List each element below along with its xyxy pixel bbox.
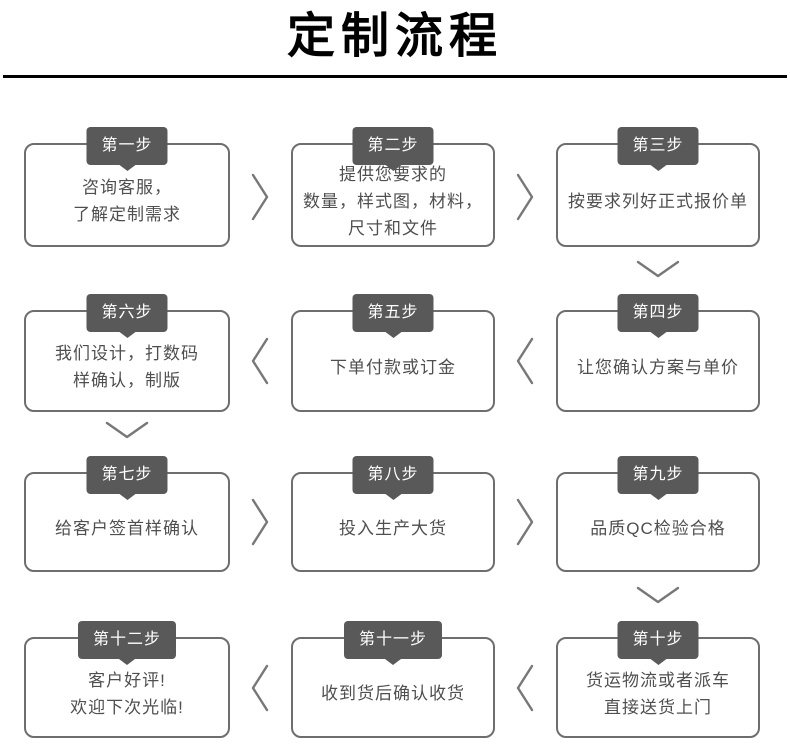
- chevron-left-icon: [250, 663, 270, 713]
- step-1-badge: 第一步: [86, 127, 168, 165]
- step-7-box: 第七步 给客户签首样确认: [24, 456, 230, 572]
- step-6-text: 我们设计，打数码: [55, 344, 199, 363]
- step-5-box: 第五步 下单付款或订金: [291, 294, 495, 412]
- step-11-box: 第十一步 收到货后确认收货: [291, 621, 495, 738]
- step-7-badge: 第七步: [86, 456, 168, 494]
- step-5-badge: 第五步: [352, 294, 434, 332]
- step-9-text: 品质QC检验合格: [590, 518, 726, 538]
- chevron-right-icon: [515, 172, 535, 222]
- page-title: 定制流程: [286, 10, 503, 63]
- step-7-text: 给客户签首样确认: [55, 518, 199, 538]
- step-11-badge: 第十一步: [343, 621, 443, 659]
- step-2-box: 第二步 提供您要求的 数量，样式图，材料， 尺寸和文件: [291, 127, 495, 247]
- step-9-box: 第九步 品质QC检验合格: [556, 456, 760, 572]
- step-1-box: 第一步 咨询客服， 了解定制需求: [24, 127, 230, 247]
- step-6-text: 样确认，制版: [73, 371, 181, 390]
- step-4-text: 让您确认方案与单价: [577, 357, 739, 377]
- step-12-text: 欢迎下次光临!: [70, 697, 184, 717]
- step-3-badge: 第三步: [617, 127, 699, 165]
- step-10-text: 直接送货上门: [604, 697, 712, 717]
- step-2-badge: 第二步: [352, 127, 434, 165]
- step-10-box: 第十步 货运物流或者派车 直接送货上门: [556, 621, 760, 738]
- step-5-text: 下单付款或订金: [330, 357, 456, 377]
- step-8-badge: 第八步: [352, 456, 434, 494]
- chevron-left-icon: [515, 663, 535, 713]
- step-10-text: 货运物流或者派车: [586, 670, 730, 690]
- chevron-right-icon: [515, 497, 535, 547]
- step-2-text: 尺寸和文件: [348, 218, 438, 238]
- step-3-box: 第三步 按要求列好正式报价单: [556, 127, 760, 247]
- step-2-text: 数量，样式图，材料，: [303, 191, 483, 211]
- step-2-text: 提供您要求的: [339, 164, 447, 184]
- chevron-left-icon: [250, 336, 270, 386]
- step-12-text: 客户好评!: [88, 670, 166, 690]
- step-12-badge: 第十二步: [77, 621, 177, 659]
- chevron-down-icon: [104, 420, 150, 440]
- step-3-text: 按要求列好正式报价单: [568, 191, 748, 211]
- step-8-text: 投入生产大货: [339, 518, 447, 538]
- chevron-left-icon: [515, 336, 535, 386]
- chevron-down-icon: [635, 259, 681, 279]
- title-divider: [3, 75, 787, 78]
- step-6-box: 第六步 我们设计，打数码 样确认，制版: [24, 294, 230, 412]
- step-11-text: 收到货后确认收货: [321, 684, 465, 703]
- chevron-right-icon: [250, 497, 270, 547]
- step-1-text: 咨询客服，: [82, 178, 172, 197]
- step-1-text: 了解定制需求: [73, 205, 181, 224]
- chevron-right-icon: [250, 172, 270, 222]
- step-10-badge: 第十步: [617, 621, 699, 659]
- step-8-box: 第八步 投入生产大货: [291, 456, 495, 572]
- step-4-badge: 第四步: [617, 294, 699, 332]
- step-6-badge: 第六步: [86, 294, 168, 332]
- step-12-box: 第十二步 客户好评! 欢迎下次光临!: [24, 621, 230, 738]
- step-4-box: 第四步 让您确认方案与单价: [556, 294, 760, 412]
- chevron-down-icon: [635, 585, 681, 605]
- step-9-badge: 第九步: [617, 456, 699, 494]
